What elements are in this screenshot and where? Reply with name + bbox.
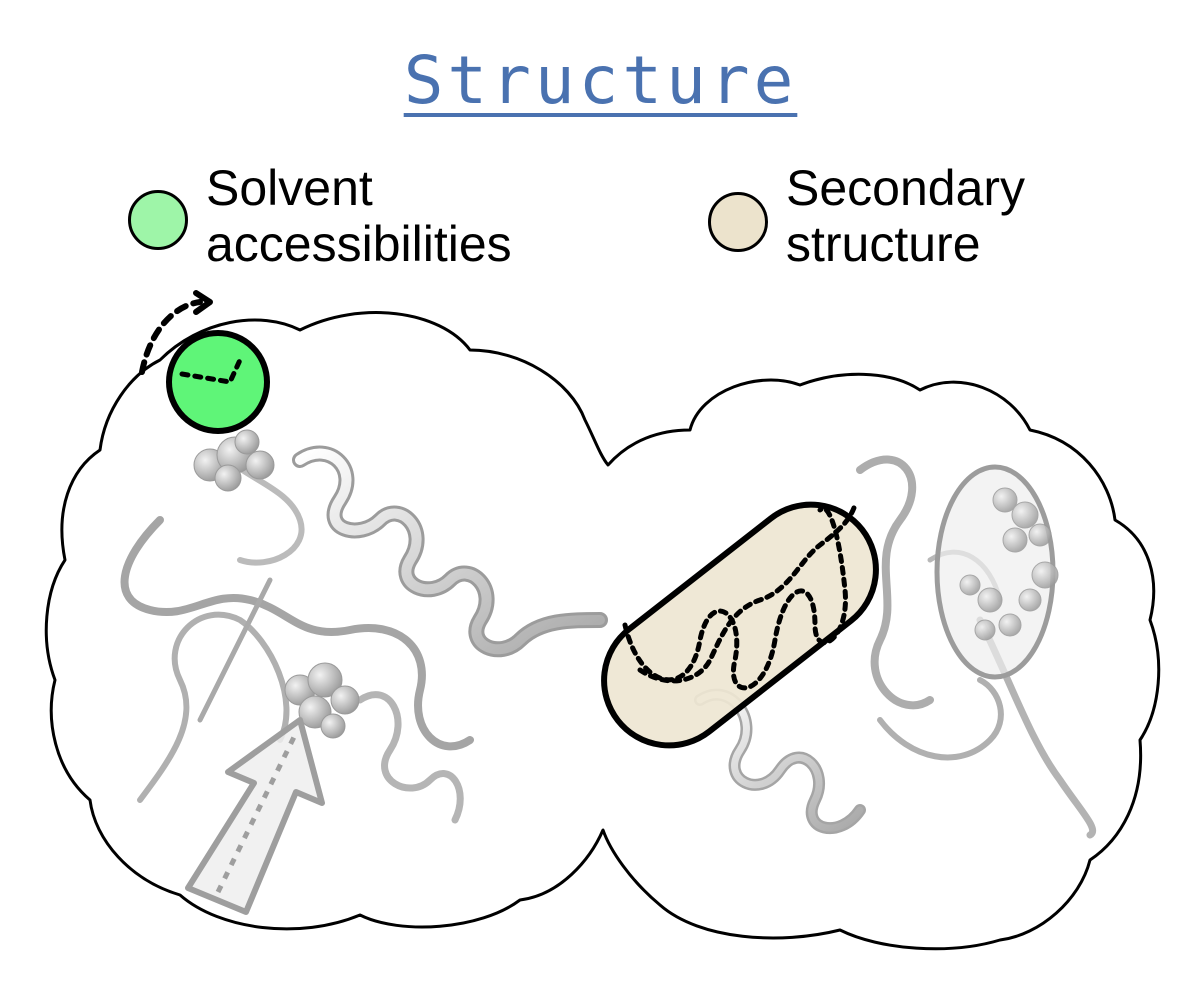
page-title: Structure (403, 42, 798, 119)
secondary-legend-line2: structure (786, 216, 981, 272)
solvent-marker-icon (139, 290, 270, 434)
atom-cluster-center-icon (284, 662, 360, 739)
protein-surface-outline-icon (44, 311, 1161, 951)
solvent-legend-line1: Solvent (206, 160, 373, 216)
secondary-structure-capsule-icon (601, 501, 879, 749)
atom-cluster-top-icon (193, 429, 275, 492)
secondary-legend-line1: Secondary (786, 160, 1026, 216)
secondary-legend-label: Secondary structure (786, 160, 1025, 272)
secondary-legend-dot (708, 192, 768, 252)
solvent-legend-label: Solvent accessibilities (206, 160, 512, 272)
binding-site-ellipse-icon (934, 464, 1059, 680)
interaction-arrow-icon (185, 717, 325, 915)
solvent-legend-line2: accessibilities (206, 216, 512, 272)
solvent-legend-dot (128, 190, 188, 250)
